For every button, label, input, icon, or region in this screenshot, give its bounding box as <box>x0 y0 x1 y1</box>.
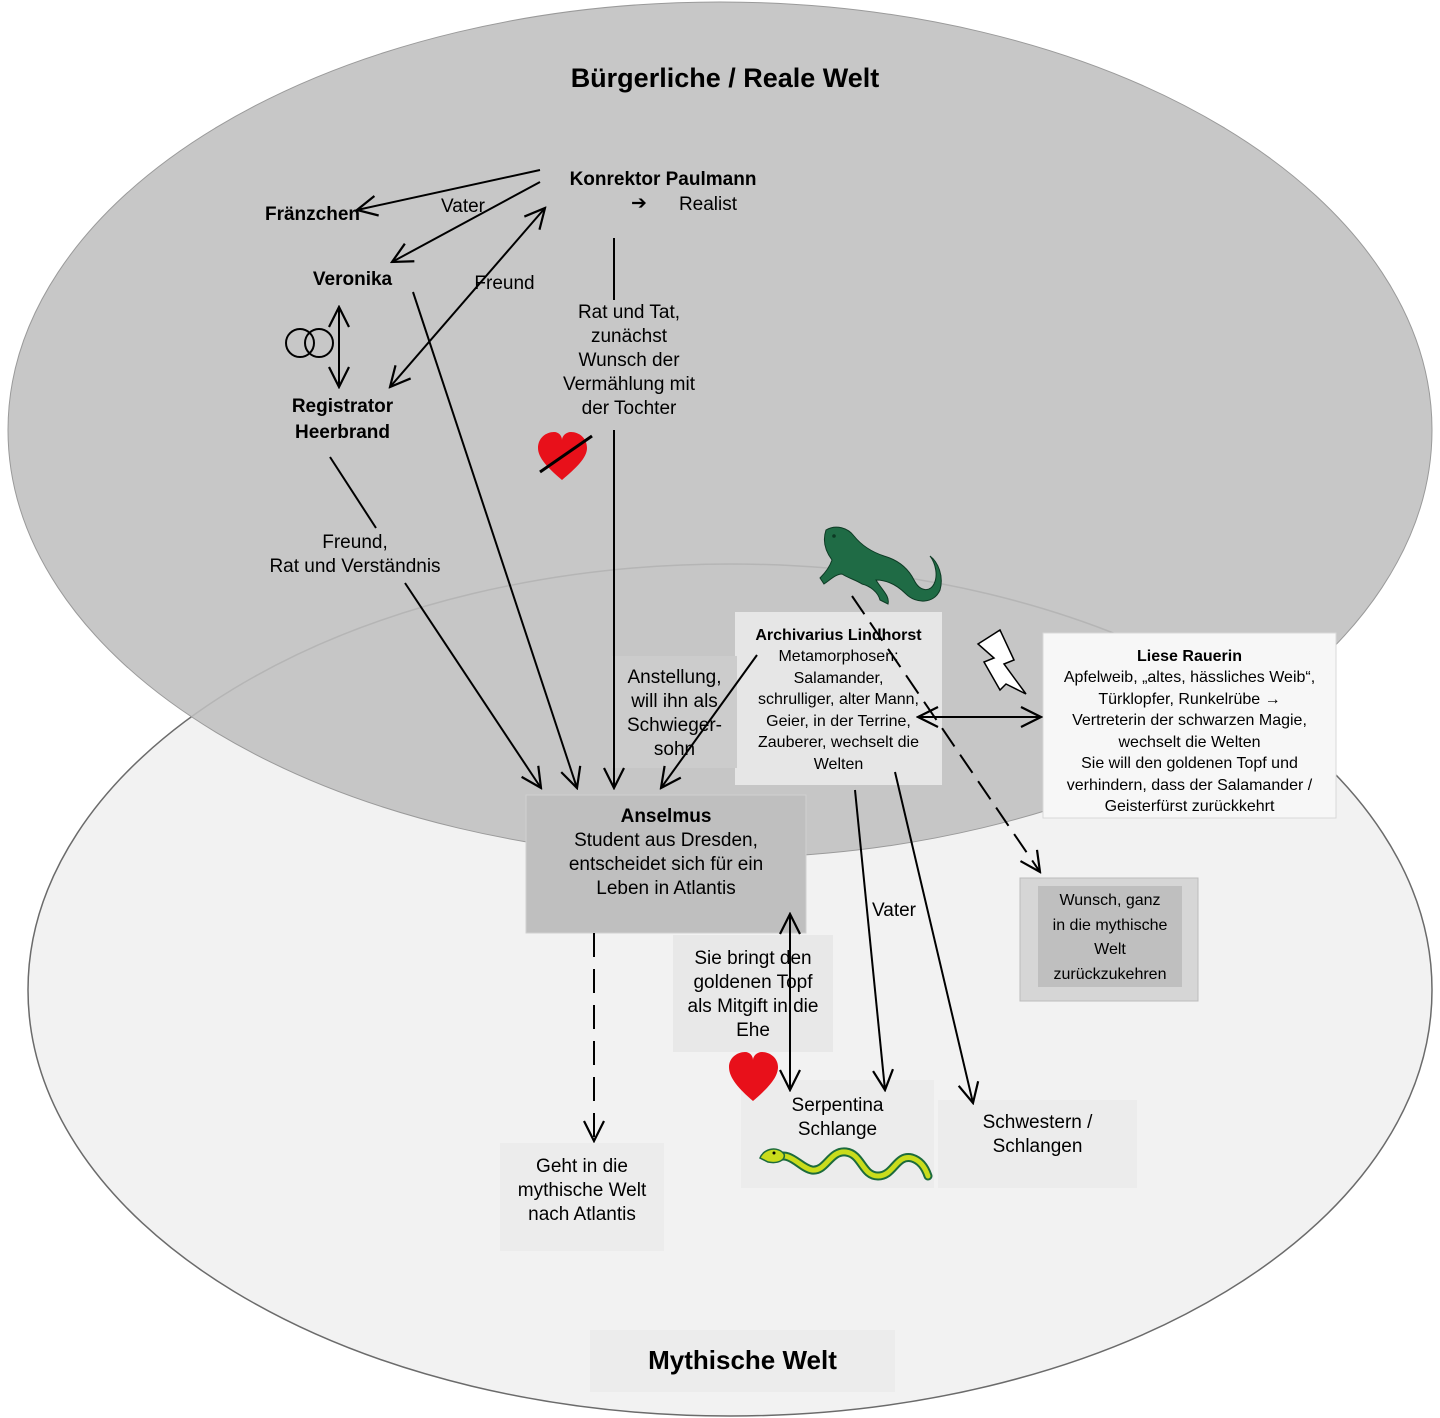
schwestern-node: Schwestern / Schlangen <box>938 1111 1137 1159</box>
wunsch-box-inner <box>1038 886 1182 987</box>
wunsch-line: zurückzukehren <box>1053 965 1167 983</box>
lindhorst-line: Zauberer, wechselt die <box>758 734 919 751</box>
paulmann-note: Realist <box>678 194 738 215</box>
liese-line: Apfelweib, „altes, hässliches Weib“, <box>1063 669 1316 686</box>
mythic-world-title: Mythische Welt <box>648 1345 837 1375</box>
mitgift-label: Sie bringt den goldenen Topf als Mitgift… <box>673 947 833 1043</box>
arrow-heerbrand-anselmus-lower <box>404 582 541 788</box>
liese-line: wechselt die Welten <box>1118 733 1261 751</box>
anstellung-label: Anstellung, will ihn als Schwieger- sohn <box>612 666 737 762</box>
mitgift-line: Ehe <box>736 1020 770 1041</box>
serpentina-line: Serpentina <box>791 1095 884 1116</box>
mythic-title-box <box>590 1330 895 1392</box>
atlantis-line: mythische Welt <box>517 1180 647 1201</box>
mitgift-box <box>673 935 833 1052</box>
lindhorst-line: Welten <box>813 755 864 773</box>
rat-und-tat-line: der Tochter <box>581 398 677 419</box>
atlantis-box <box>500 1143 664 1251</box>
liese-line: Vertreterin der schwarzen Magie, <box>1072 712 1307 729</box>
rat-und-tat-line: Rat und Tat, <box>577 302 681 323</box>
snake-icon <box>759 1147 933 1181</box>
paulmann-name: Konrektor Paulmann <box>569 169 757 190</box>
crossed-heart-icon <box>538 432 593 480</box>
freund-rat-line: Rat und Verständnis <box>269 556 441 577</box>
serpentina-box <box>741 1080 934 1188</box>
arrow-lindhorst-serpentina <box>854 789 885 1090</box>
lindhorst-line: Geier, in der Terrine, <box>766 712 911 730</box>
liese-line: Türklopfer, Runkelrübe → <box>1098 690 1281 708</box>
arrow-heerbrand-paulmann-freund <box>390 208 545 387</box>
freund-rat-label: Freund, Rat und Verständnis <box>240 531 470 579</box>
lindhorst-name: Archivarius Lindhorst <box>755 627 922 644</box>
arrow-paulmann-fraenzchen <box>357 169 541 210</box>
salamander-icon <box>819 526 942 605</box>
edge-label-vater-bottom: Vater <box>871 900 916 921</box>
anstellung-line: sohn <box>653 739 696 760</box>
arrow-lindhorst-schwestern <box>894 771 973 1103</box>
wunsch-node: Wunsch, ganz in die mythische Welt zurüc… <box>1038 889 1182 987</box>
arrow-heerbrand-anselmus-upper <box>329 456 377 529</box>
liese-line: Sie will den goldenen Topf und <box>1081 755 1298 772</box>
mitgift-line: goldenen Topf <box>693 972 813 993</box>
heerbrand-label-2: Heerbrand <box>294 422 391 443</box>
schwestern-line: Schlangen <box>992 1136 1083 1157</box>
heerbrand-label-1: Registrator <box>291 396 394 417</box>
edge-label-vater-top: Vater <box>440 196 485 217</box>
arrow-lindhorst-anselmus <box>661 654 758 788</box>
mitgift-line: Sie bringt den <box>694 948 812 969</box>
liese-line: Geisterfürst zurückkehrt <box>1104 798 1275 815</box>
lindhorst-box <box>735 612 942 785</box>
anselmus-box <box>525 794 807 934</box>
arrow-veronika-anselmus <box>412 291 577 788</box>
lindhorst-line: Salamander, <box>793 669 884 687</box>
lightning-bolt-icon <box>976 628 1027 695</box>
anselmus-name: Anselmus <box>620 806 712 827</box>
mitgift-line: als Mitgift in die <box>687 996 819 1017</box>
wunsch-line: Wunsch, ganz <box>1059 892 1161 909</box>
rat-und-tat-line: Vermählung mit <box>562 374 695 395</box>
real-world-title: Bürgerliche / Reale Welt <box>570 63 880 93</box>
edge-label-freund-top: Freund <box>474 273 535 294</box>
anstellung-line: will ihn als <box>631 691 718 712</box>
lindhorst-node: Archivarius Lindhorst Metamorphosen: Sal… <box>735 625 942 775</box>
atlantis-node: Geht in die mythische Welt nach Atlantis <box>500 1155 664 1227</box>
schwestern-line: Schwestern / <box>982 1112 1093 1133</box>
anselmus-line: Leben in Atlantis <box>596 878 736 899</box>
liese-name: Liese Rauerin <box>1137 648 1242 665</box>
rat-und-tat-line: zunächst <box>590 326 668 347</box>
anstellung-line: Anstellung, <box>627 667 722 688</box>
atlantis-line: Geht in die <box>536 1156 628 1177</box>
rat-und-tat-label: Rat und Tat, zunächst Wunsch der Vermähl… <box>540 301 718 421</box>
wunsch-line: Welt <box>1094 941 1126 958</box>
wedding-rings-icon <box>285 328 334 358</box>
heart-icon <box>729 1052 778 1101</box>
arrow-salamander-wunsch <box>851 595 1040 872</box>
serpentina-line: Schlange <box>797 1119 878 1140</box>
liese-box <box>1042 632 1337 819</box>
freund-rat-line: Freund, <box>322 532 388 553</box>
paulmann-arrow-glyph: ➔ <box>631 193 647 214</box>
liese-node: Liese Rauerin Apfelweib, „altes, hässlic… <box>1043 646 1336 818</box>
serpentina-node: Serpentina Schlange <box>741 1094 934 1142</box>
lindhorst-line: Metamorphosen: <box>778 648 899 665</box>
atlantis-line: nach Atlantis <box>528 1204 636 1225</box>
rat-und-tat-line: Wunsch der <box>578 350 680 371</box>
fraenzchen-label: Fränzchen <box>264 204 361 225</box>
lindhorst-line: schrulliger, alter Mann, <box>758 691 919 708</box>
anstellung-line: Schwieger- <box>626 715 723 736</box>
anselmus-line: entscheidet sich für ein <box>568 854 764 875</box>
veronika-label: Veronika <box>312 269 393 290</box>
wunsch-line: in die mythische <box>1052 916 1168 934</box>
anselmus-node: Anselmus Student aus Dresden, entscheide… <box>526 805 806 901</box>
schwestern-box <box>938 1100 1137 1188</box>
anselmus-line: Student aus Dresden, <box>574 830 758 851</box>
liese-line: verhindern, dass der Salamander / <box>1066 776 1313 794</box>
